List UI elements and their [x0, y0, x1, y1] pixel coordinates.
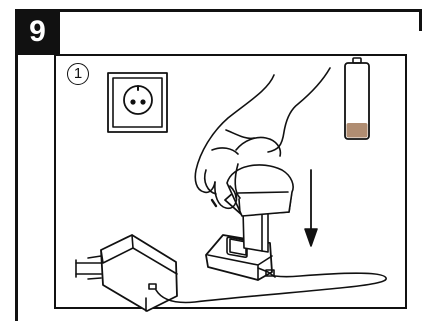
callout-marker: 1 [67, 63, 89, 85]
hand [194, 67, 331, 210]
battery-level-icon [344, 57, 370, 140]
wall-socket-icon [107, 72, 168, 133]
battery-pack [224, 164, 294, 253]
outer-frame [15, 9, 421, 321]
step-number-badge: 9 [15, 9, 60, 55]
illustration-panel [54, 54, 407, 309]
frame-edge [419, 9, 422, 31]
down-arrow-icon [304, 169, 318, 247]
charger-plug-icon [75, 234, 178, 312]
